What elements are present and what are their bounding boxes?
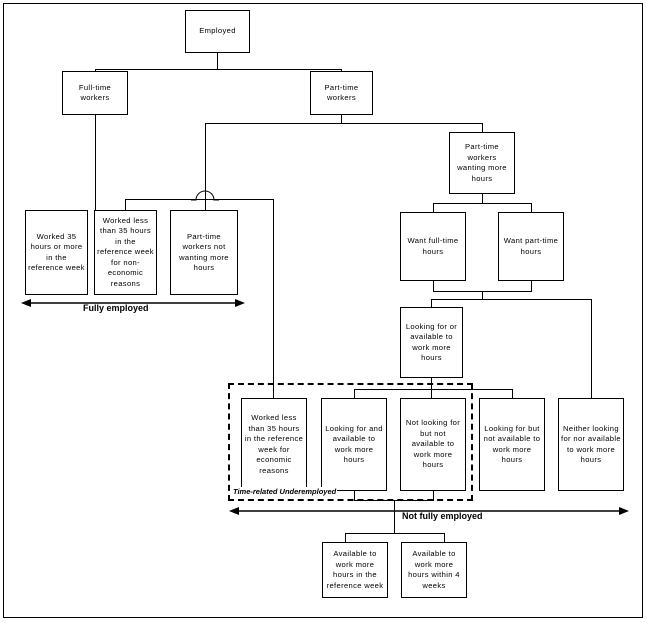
node-part-time-workers[interactable]: Part-time workers: [310, 71, 373, 115]
line-hop-arc-icon: [191, 190, 219, 201]
node-looking-and-available[interactable]: Looking for and available to work more h…: [321, 398, 387, 491]
line-looking-and-available-down: [354, 491, 355, 500]
line-to-neither-looking: [591, 299, 592, 398]
node-worked-less-non-economic[interactable]: Worked less than 35 hours in the referen…: [94, 210, 157, 295]
group-time-related-underemployed: [228, 383, 473, 501]
line-to-full-time: [95, 69, 96, 71]
line-want-ft-down: [433, 281, 434, 291]
line-down-worked-less-noneconomic: [125, 199, 126, 210]
arrow-not-fully-employed-icon: [229, 507, 629, 515]
line-down-looking-not-available: [512, 389, 513, 398]
node-available-reference-week[interactable]: Available to work more hours in the refe…: [322, 542, 388, 598]
line-part-time-left-branch: [205, 123, 206, 193]
line-part-time-split: [205, 123, 482, 124]
line-to-available-4-weeks: [444, 533, 445, 542]
line-split-lower: [431, 299, 591, 300]
line-availability-split: [345, 533, 444, 534]
node-part-time-not-wanting-more-hours[interactable]: Part-time workers not wanting more hours: [170, 210, 238, 295]
line-bar-row1: [125, 199, 273, 200]
node-worked-35-or-more[interactable]: Worked 35 hours or more in the reference…: [25, 210, 88, 295]
line-to-looking-or-available: [431, 299, 432, 307]
line-employed-down: [217, 53, 218, 69]
line-to-want-full-time: [433, 203, 434, 212]
node-available-within-4-weeks[interactable]: Available to work more hours within 4 we…: [401, 542, 467, 598]
line-part-time-down: [341, 115, 342, 123]
node-not-looking-not-available[interactable]: Not looking for but not available to wor…: [400, 398, 466, 491]
line-down-looking-and-available: [354, 389, 355, 398]
node-looking-for-or-available[interactable]: Looking for or available to work more ho…: [400, 307, 463, 378]
line-want-join-down: [482, 291, 483, 299]
line-full-time-to-worked35: [95, 115, 96, 210]
node-worked-less-economic[interactable]: Worked less than 35 hours in the referen…: [241, 398, 307, 491]
line-looking-or-available-down: [431, 378, 432, 398]
node-employed[interactable]: Employed: [185, 10, 250, 53]
line-hop-down: [205, 193, 206, 210]
label-time-related-underemployed: Time-related Underemployed: [232, 487, 338, 496]
line-axis-down: [394, 500, 395, 533]
line-right-long-vertical: [273, 199, 274, 398]
line-pt-wanting-split: [433, 203, 531, 204]
line-pt-wanting-down: [482, 194, 483, 203]
line-to-want-part-time: [531, 203, 532, 212]
line-want-pt-down: [531, 281, 532, 291]
line-not-looking-down: [433, 491, 434, 500]
node-neither-looking-nor-available[interactable]: Neither looking for nor available to wor…: [558, 398, 624, 491]
node-looking-not-available[interactable]: Looking for but not available to work mo…: [479, 398, 545, 491]
line-to-available-reference-week: [345, 533, 346, 542]
line-to-pt-wanting-more: [482, 123, 483, 132]
arrow-fully-employed-icon: [21, 299, 245, 307]
line-employed-split: [95, 69, 342, 70]
node-want-part-time-hours[interactable]: Want part-time hours: [498, 212, 564, 281]
label-fully-employed: Fully employed: [83, 303, 149, 313]
node-full-time-workers[interactable]: Full-time workers: [62, 71, 128, 115]
line-bar-row2: [354, 389, 512, 390]
line-to-part-time: [341, 69, 342, 71]
node-want-full-time-hours[interactable]: Want full-time hours: [400, 212, 466, 281]
diagram-border: [3, 3, 643, 618]
label-not-fully-employed: Not fully employed: [402, 511, 483, 521]
node-part-time-wanting-more-hours[interactable]: Part-time workers wanting more hours: [449, 132, 515, 194]
